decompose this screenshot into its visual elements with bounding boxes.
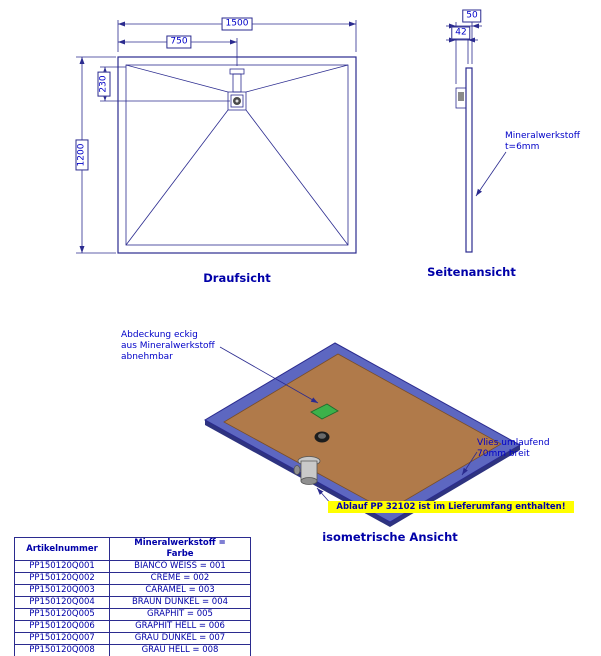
farbe-cell: GRAPHIT HELL = 006 [109,620,251,633]
cover-note-line3: abnehmbar [121,352,173,362]
iso-view-title: isometrische Ansicht [322,530,458,544]
table-row: PP150120Q002 CREME = 002 [14,572,251,585]
top-view-drawing [76,20,357,254]
drain-fitting-cap [229,68,245,75]
artikel-cell: PP150120Q002 [14,572,110,585]
table-row: PP150120Q006 GRAPHIT HELL = 006 [14,620,251,633]
cover-note: Abdeckung eckig aus Mineralwerkstoff abn… [121,330,215,363]
material-note-line1: Mineralwerkstoff [505,131,580,141]
table-row: PP150120Q003 CARAMEL = 003 [14,584,251,597]
drain-profile [455,87,467,109]
material-note-line2: t=6mm [505,142,540,152]
vlies-note-line1: Vlies umlaufend [477,438,550,448]
cover-note-line1: Abdeckung eckig [121,330,198,340]
slope-line [125,109,229,246]
cover-note-line2: aus Mineralwerkstoff [121,341,215,351]
artikel-cell: PP150120Q008 [14,644,110,656]
drain-symbol [227,91,247,111]
slope-line [245,109,349,246]
artikel-cell: PP150120Q003 [14,584,110,597]
slope-line [125,64,229,93]
farbe-cell: GRAU HELL = 008 [109,644,251,656]
slope-line [245,64,349,93]
vlies-note: Vlies umlaufend 70mm breit [477,438,550,460]
farbe-cell: GRAPHIT = 005 [109,608,251,621]
drain-fitting-iso [293,456,321,485]
table-row: PP150120Q004 BRAUN DUNKEL = 004 [14,596,251,609]
table-row: PP150120Q007 GRAU DUNKEL = 007 [14,632,251,645]
dim-width-1500: 1500 [221,17,253,31]
table-header-row: Artikelnummer Mineralwerkstoff = Farbe [14,537,251,561]
side-view-title: Seitenansicht [427,265,516,279]
col-header-artikelnummer: Artikelnummer [14,537,110,561]
farbe-cell: BRAUN DUNKEL = 004 [109,596,251,609]
artikel-cell: PP150120Q006 [14,620,110,633]
dim-total-50: 50 [462,9,482,23]
farbe-cell: GRAU DUNKEL = 007 [109,632,251,645]
drain-profile-core [458,92,464,101]
table-row: PP150120Q001 BIANCO WEISS = 001 [14,560,251,573]
artikel-cell: PP150120Q007 [14,632,110,645]
parts-table: Artikelnummer Mineralwerkstoff = Farbe P… [14,537,251,656]
dim-depth-1200: 1200 [75,139,89,171]
drain-included-note: Ablauf PP 32102 ist im Lieferumfang enth… [328,501,574,513]
iso-view-drawing [203,342,522,527]
dim-offset-230: 230 [97,71,111,97]
tray-surface [223,353,502,512]
drain-cover [310,403,339,420]
artikel-cell: PP150120Q004 [14,596,110,609]
artikel-cell: PP150120Q005 [14,608,110,621]
material-note: Mineralwerkstoff t=6mm [505,131,580,153]
vlies-leader-line [461,451,478,476]
dim-inner-42: 42 [451,26,471,40]
table-row: PP150120Q005 GRAPHIT = 005 [14,608,251,621]
side-view-drawing [446,22,507,253]
tray-outline-outer [117,56,357,254]
panel-profile [465,67,473,253]
vlies-note-line2: 70mm breit [477,449,530,459]
dim-half-750: 750 [166,35,192,49]
farbe-cell: BIANCO WEISS = 001 [109,560,251,573]
artikel-cell: PP150120Q001 [14,560,110,573]
col-header-farbe: Mineralwerkstoff = Farbe [109,537,251,561]
drain-opening [314,431,330,443]
drain-fitting-neck [232,73,242,93]
top-view-title: Draufsicht [203,271,271,285]
table-row: PP150120Q008 GRAU HELL = 008 [14,644,251,656]
farbe-cell: CARAMEL = 003 [109,584,251,597]
cover-leader-line [219,346,319,404]
farbe-cell: CREME = 002 [109,572,251,585]
material-leader-line [475,151,507,197]
